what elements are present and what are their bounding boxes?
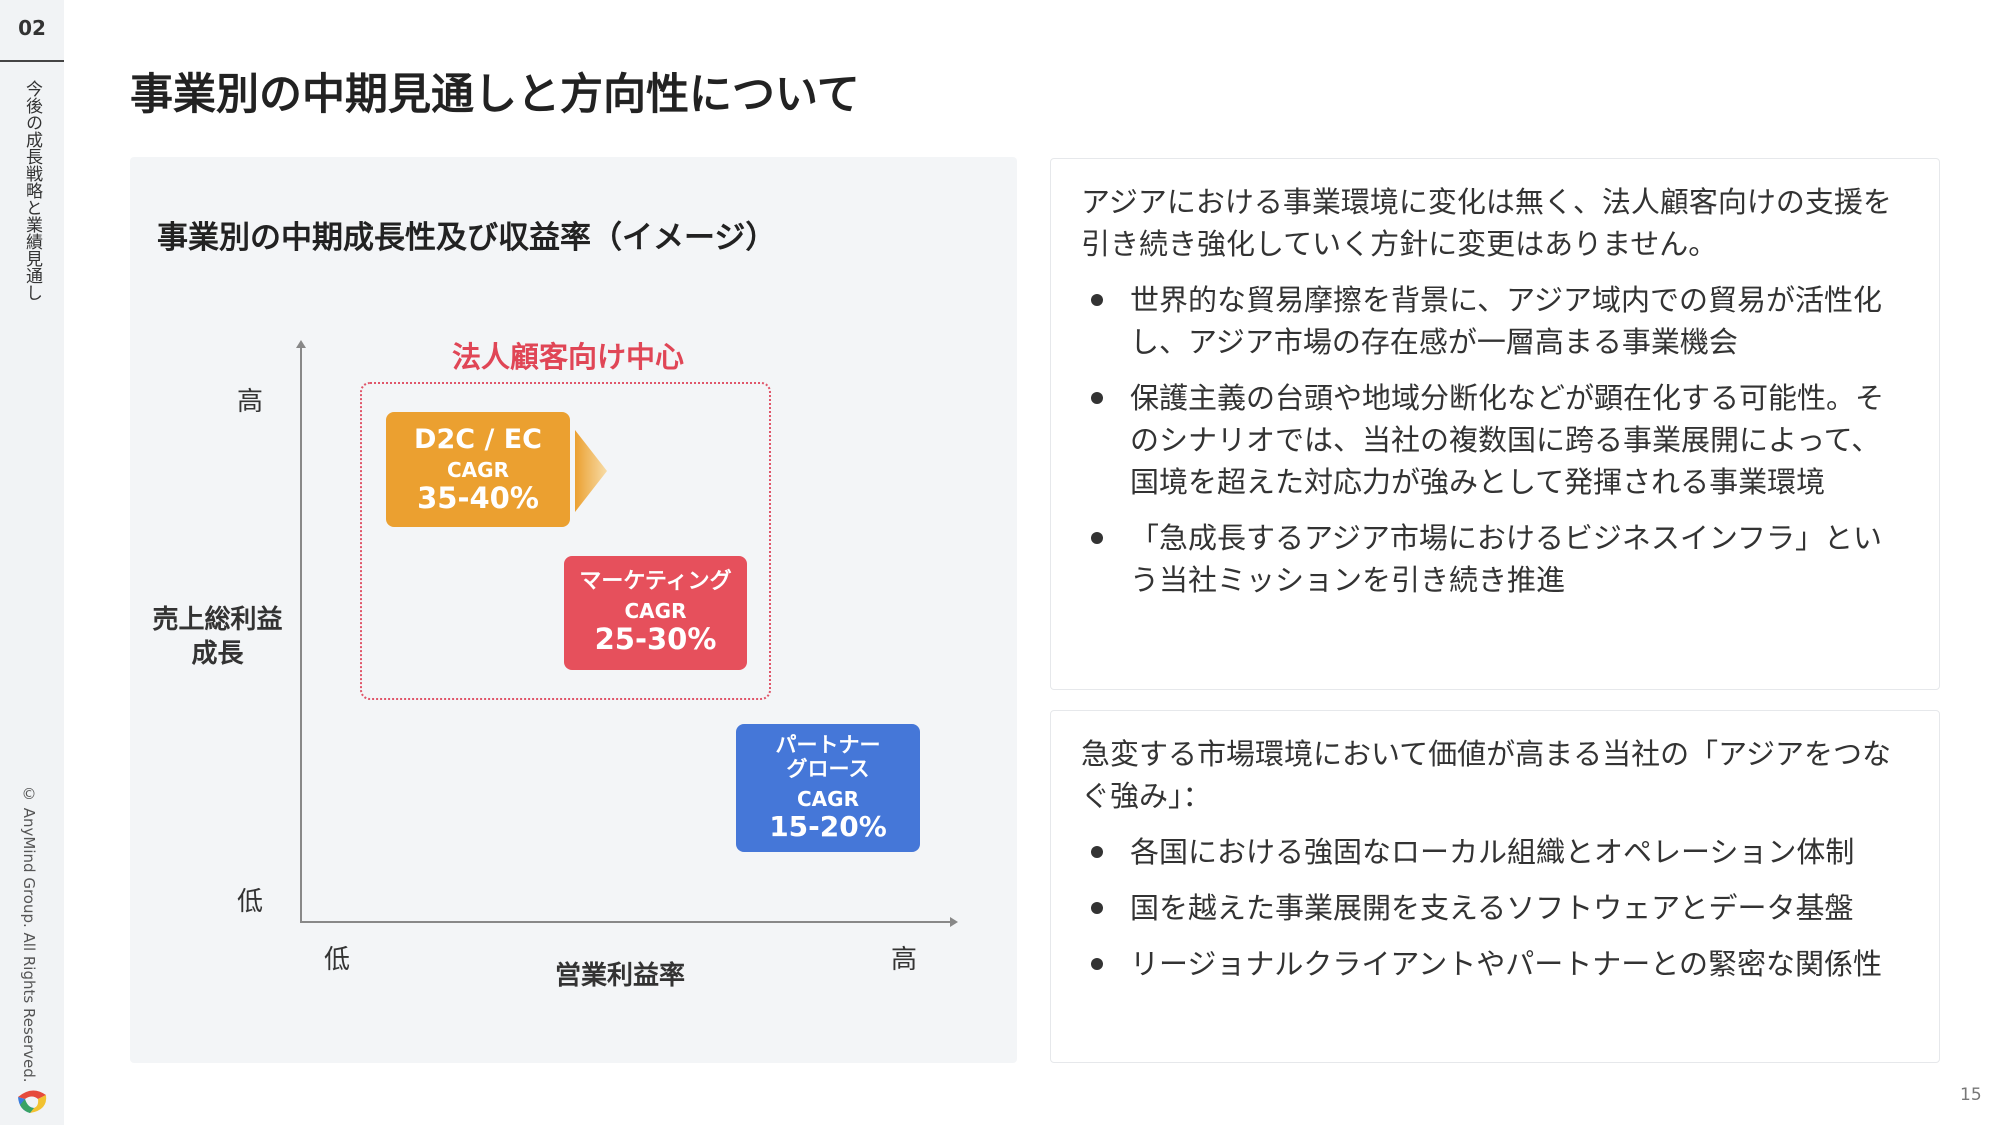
section-title: 今後の成長戦略と業績見通し [22, 80, 42, 301]
x-axis [300, 921, 950, 923]
segment-metric: CAGR [797, 786, 859, 811]
x-axis-high: 高 [891, 945, 918, 975]
list-item-text: 各国における強固なローカル組織とオペレーション体制 [1130, 835, 1855, 869]
list-item: 国を越えた事業展開を支えるソフトウェアとデータ基盤 [1081, 887, 1909, 929]
group-label: 法人顧客向け中心 [451, 340, 684, 374]
list-item: 世界的な貿易摩擦を背景に、アジア域内での貿易が活性化し、アジア市場の存在感が一層… [1081, 279, 1909, 363]
list-item-text: リージョナルクライアントやパートナーとの緊密な関係性 [1130, 947, 1882, 981]
segment-value: 35-40% [417, 480, 539, 515]
list-item-text: 「急成長するアジア市場におけるビジネスインフラ」という当社ミッションを引き続き推… [1130, 521, 1882, 597]
x-axis-arrow-icon [950, 917, 958, 927]
bullet-icon [1091, 902, 1103, 914]
outlook-card: アジアにおける事業環境に変化は無く、法人顧客向けの支援を引き続き強化していく方針… [1050, 158, 1940, 690]
list-item-text: 国を越えた事業展開を支えるソフトウェアとデータ基盤 [1130, 891, 1854, 925]
segment-partner-growth: パートナー グロース CAGR 15-20% [736, 724, 920, 852]
x-axis-low: 低 [324, 945, 351, 975]
segment-metric: CAGR [624, 599, 687, 624]
bullet-icon [1091, 392, 1103, 404]
segment-name-line1: パートナー [775, 733, 881, 758]
page-title: 事業別の中期見通しと方向性について [130, 70, 860, 120]
segment-value: 15-20% [769, 809, 887, 843]
page-number: 15 [1960, 1085, 1982, 1105]
strengths-card: 急変する市場環境において価値が高まる当社の「アジアをつなぐ強み」： 各国における… [1050, 710, 1940, 1063]
segment-value: 25-30% [594, 622, 717, 657]
segment-metric: CAGR [447, 457, 509, 482]
sidebar [0, 0, 64, 1125]
y-axis-low: 低 [237, 887, 264, 917]
list-item: リージョナルクライアントやパートナーとの緊密な関係性 [1081, 943, 1909, 985]
card-intro: 急変する市場環境において価値が高まる当社の「アジアをつなぐ強み」： [1081, 737, 1891, 813]
y-axis-arrow-icon [296, 340, 306, 348]
copyright: © AnyMind Group. All Rights Reserved. [20, 785, 38, 1083]
anymind-logo-icon [18, 1090, 47, 1113]
segment-marketing: マーケティング CAGR 25-30% [564, 556, 747, 670]
matrix-title: 事業別の中期成長性及び収益率（イメージ） [157, 220, 777, 256]
bullet-icon [1091, 846, 1103, 858]
section-number: 02 [18, 16, 46, 40]
list-item-text: 世界的な貿易摩擦を背景に、アジア域内での貿易が活性化し、アジア市場の存在感が一層… [1130, 283, 1882, 359]
list-item-text: 保護主義の台頭や地域分断化などが顕在化する可能性。そのシナリオでは、当社の複数国… [1130, 381, 1885, 499]
x-axis-label: 営業利益率 [554, 961, 685, 991]
segment-name: D2C / EC [414, 423, 542, 455]
group-boundary [360, 382, 771, 700]
bullet-icon [1091, 294, 1103, 306]
growth-arrow-icon [575, 430, 607, 512]
y-axis [300, 345, 302, 923]
divider [0, 60, 64, 62]
y-axis-label: 売上総利益成長 [152, 605, 283, 669]
segment-name: マーケティング [579, 569, 732, 595]
list-item: 保護主義の台頭や地域分断化などが顕在化する可能性。そのシナリオでは、当社の複数国… [1081, 377, 1909, 503]
bullet-icon [1091, 958, 1103, 970]
list-item: 各国における強固なローカル組織とオペレーション体制 [1081, 831, 1909, 873]
segment-d2c-ec: D2C / EC CAGR 35-40% [386, 412, 570, 527]
bullet-icon [1091, 532, 1103, 544]
y-axis-high: 高 [237, 387, 264, 417]
card-intro: アジアにおける事業環境に変化は無く、法人顧客向けの支援を引き続き強化していく方針… [1081, 185, 1892, 261]
list-item: 「急成長するアジア市場におけるビジネスインフラ」という当社ミッションを引き続き推… [1081, 517, 1909, 601]
segment-name-line2: グロース [786, 757, 870, 782]
